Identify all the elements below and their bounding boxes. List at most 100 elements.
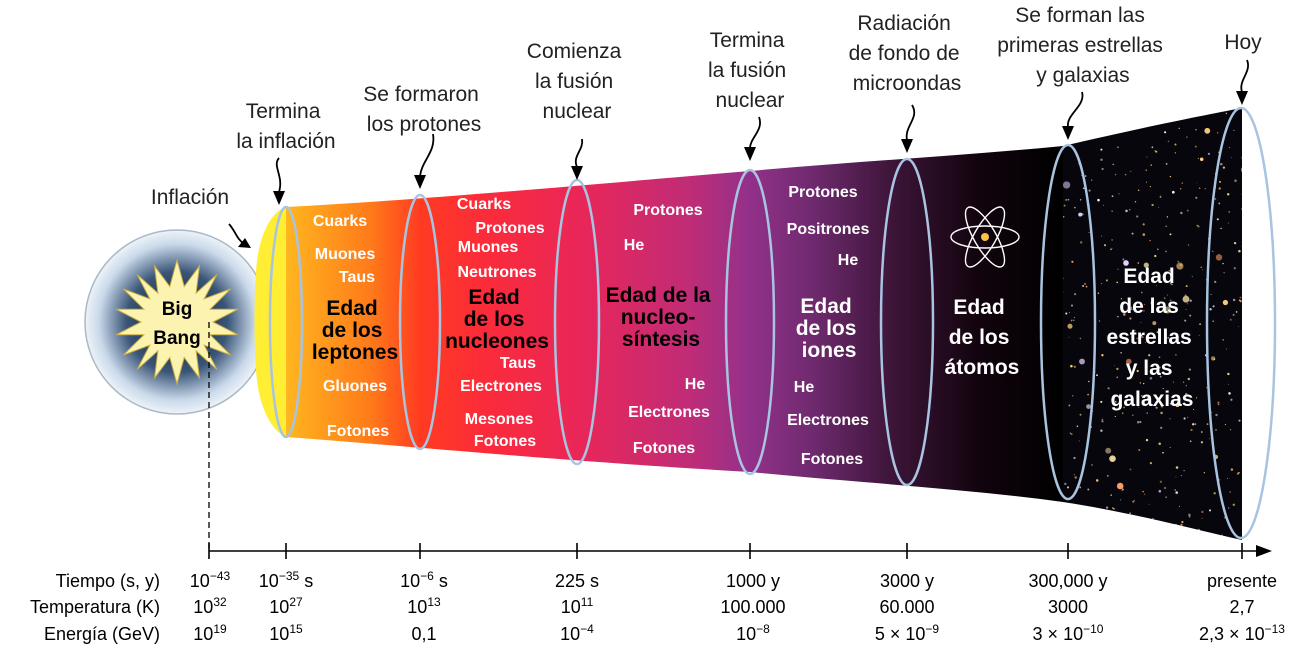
galaxy-dot: [1068, 404, 1071, 407]
galaxy-dot: [1096, 374, 1098, 377]
galaxy-dot: [1156, 285, 1158, 287]
galaxy-dot: [1103, 244, 1107, 247]
galaxy-dot: [1148, 503, 1150, 505]
galaxy-dot: [1158, 489, 1162, 493]
ring-protons-formed: [398, 193, 442, 451]
galaxy-dot: [1078, 212, 1083, 217]
galaxy-dot: [1105, 521, 1108, 524]
galaxy-dot: [1097, 292, 1100, 295]
galaxy-dot: [1121, 490, 1123, 491]
galaxy-dot: [1097, 509, 1100, 511]
galaxy-dot: [1129, 317, 1132, 320]
galaxy-dot: [1225, 112, 1228, 115]
galaxy-dot: [1228, 211, 1230, 213]
galaxy-dot: [1218, 187, 1221, 190]
galaxy-dot: [1180, 211, 1183, 215]
tick-time-value: 10−43: [190, 569, 231, 591]
galaxy-dot: [1064, 482, 1067, 486]
big-bang-label-line2: Bang: [153, 328, 201, 349]
galaxy-dot: [1218, 202, 1221, 205]
galaxy-dot: [1189, 314, 1192, 317]
nucleosynthesis-particle: Electrones: [628, 404, 710, 421]
galaxy-dot: [1187, 377, 1191, 381]
galaxy-dot: [1187, 244, 1190, 246]
galaxy-dot: [1216, 218, 1219, 221]
galaxy-dot: [1086, 404, 1091, 409]
galaxy-dot: [1123, 260, 1129, 266]
galaxy-dot: [1160, 426, 1163, 429]
galaxy-dot: [1154, 529, 1157, 532]
galaxy-dot: [1088, 189, 1091, 192]
tick-temp-value: 60.000: [879, 597, 934, 617]
galaxy-dot: [1211, 250, 1214, 253]
tick-temp-value: 1032: [193, 595, 227, 617]
tick-temp-value: 1027: [269, 595, 303, 617]
galaxy-dot: [1113, 508, 1115, 510]
galaxy-dot: [1130, 306, 1132, 308]
galaxy-dot: [1240, 166, 1242, 173]
galaxy-dot: [1106, 474, 1109, 477]
galaxy-dot: [1165, 225, 1167, 228]
galaxy-dot: [1158, 356, 1161, 359]
galaxy-dot: [1146, 412, 1148, 414]
nucleon-particle: Neutrones: [457, 264, 536, 281]
galaxy-dot: [1134, 329, 1136, 331]
galaxy-dot: [1170, 371, 1172, 373]
galaxy-dot: [1113, 335, 1116, 338]
galaxy-dot: [1196, 182, 1198, 184]
galaxy-dot: [1149, 377, 1153, 380]
galaxy-dot: [1069, 432, 1072, 434]
galaxy-dot: [1087, 393, 1089, 396]
galaxy-dot: [1136, 215, 1139, 218]
galaxy-dot: [1195, 536, 1198, 538]
galaxy-dot: [1237, 326, 1239, 328]
galaxy-dot: [1197, 225, 1200, 228]
galaxy-dot: [1084, 175, 1087, 177]
galaxy-dot: [1132, 414, 1134, 416]
galaxy-dot: [1112, 507, 1114, 509]
galaxy-dot: [1138, 448, 1141, 452]
galaxy-dot: [1073, 319, 1075, 321]
tick-energy-value: 3 × 10−10: [1033, 622, 1104, 644]
galaxy-dot: [1101, 283, 1103, 285]
galaxy-dot: [1121, 488, 1124, 491]
lepton-particle: Muones: [315, 246, 376, 263]
ring-end-inflation: [268, 205, 304, 439]
galaxy-dot: [1167, 336, 1170, 339]
ion-particle: Electrones: [787, 412, 869, 429]
galaxy-dot: [1130, 308, 1133, 311]
galaxy-dot: [1179, 118, 1181, 120]
galaxy-dot: [1074, 206, 1076, 209]
galaxy-dot: [1197, 528, 1201, 532]
galaxy-dot: [1139, 382, 1142, 384]
galaxy-dot: [1120, 351, 1122, 354]
galaxy-dot: [1107, 387, 1110, 390]
galaxy-dot: [1214, 280, 1217, 284]
galaxy-dot: [1146, 397, 1149, 400]
galaxy-dot: [1150, 164, 1152, 166]
tick-temp-value: 1013: [407, 595, 441, 617]
galaxy-dot: [1142, 233, 1146, 236]
galaxy-dot: [1120, 298, 1123, 300]
galaxy-dot: [1239, 296, 1242, 299]
galaxy-dot: [1188, 368, 1192, 371]
galaxy-dot: [1174, 143, 1177, 146]
galaxy-dot: [1169, 418, 1171, 420]
galaxy-dot: [1159, 194, 1161, 196]
galaxy-dot: [1079, 241, 1083, 244]
galaxy-dot: [1130, 170, 1132, 172]
galaxy-dot: [1132, 524, 1134, 526]
galaxy-dot: [1175, 354, 1177, 356]
axis-row-labels: Tiempo (s, y) Temperatura (K) Energía (G…: [30, 571, 160, 644]
galaxy-dot: [1111, 247, 1113, 249]
galaxy-dot: [1165, 496, 1167, 498]
tick-temp-value: 2,7: [1229, 597, 1254, 617]
particle-labels: Cuarks Muones Taus Gluones Fotones Cuark…: [313, 184, 870, 468]
ring-cmb: [879, 157, 935, 487]
galaxy-dot: [1140, 321, 1142, 323]
galaxy-dot: [1206, 387, 1208, 389]
tick-temp-value: 3000: [1048, 597, 1088, 617]
galaxy-dot: [1155, 150, 1158, 153]
galaxy-dot: [1183, 417, 1186, 420]
tick-energy-value: 10−4: [560, 622, 594, 644]
